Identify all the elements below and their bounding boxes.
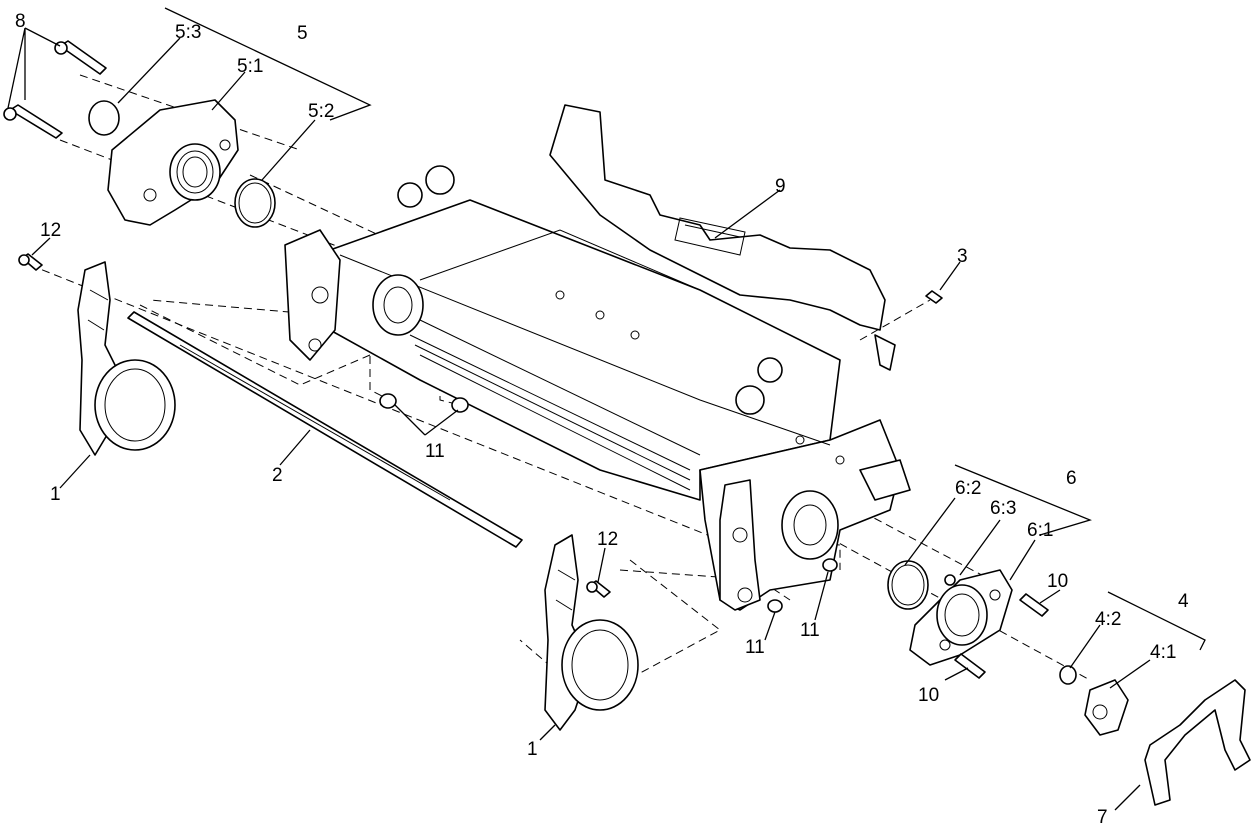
top-shield	[549, 104, 896, 371]
callout-12-left: 12	[40, 220, 61, 241]
wire-bracket-7	[1144, 679, 1251, 806]
seal-5-3	[88, 100, 120, 136]
leader-lines	[7, 7, 1206, 811]
o-ring-6-2	[887, 560, 929, 610]
o-ring-5-2	[234, 178, 276, 228]
callout-6-1: 6:1	[1027, 520, 1053, 541]
callout-1-right: 1	[527, 739, 538, 760]
bolts-8	[3, 40, 107, 139]
callout-5-1: 5:1	[237, 56, 263, 77]
main-frame	[284, 165, 911, 611]
callout-5-3: 5:3	[175, 22, 201, 43]
shaft	[127, 311, 523, 548]
callout-8: 8	[15, 11, 26, 32]
callout-6: 6	[1066, 468, 1077, 489]
callout-5-2: 5:2	[308, 101, 334, 122]
callout-2: 2	[272, 465, 283, 486]
callout-11-bottom-left: 11	[745, 637, 765, 658]
callout-10-top: 10	[1047, 571, 1068, 592]
arm-right	[544, 534, 639, 731]
callout-4-1: 4:1	[1150, 642, 1176, 663]
callout-6-2: 6:2	[955, 478, 981, 499]
callout-11-bottom-right: 11	[800, 620, 820, 641]
bolts-10	[954, 593, 1049, 679]
callout-7: 7	[1097, 807, 1108, 828]
arm-left	[77, 261, 176, 456]
bolt-3	[925, 290, 943, 304]
cap-assembly-4	[1059, 665, 1129, 736]
bearing-housing-right	[887, 560, 1013, 666]
callout-6-3: 6:3	[990, 498, 1016, 519]
callout-9: 9	[775, 176, 786, 197]
callout-1-left: 1	[50, 484, 61, 505]
callout-labels: 8 5:3 5 5:1 5:2 12 1 2 11 9 3 6 6:2 6:3 …	[15, 11, 1189, 828]
callout-11-top: 11	[425, 441, 445, 462]
callout-5: 5	[297, 23, 308, 44]
callout-4: 4	[1178, 591, 1189, 612]
callout-3: 3	[957, 246, 968, 267]
bolts-12	[18, 253, 611, 598]
callout-10-bottom: 10	[918, 685, 939, 706]
callout-12-right: 12	[597, 529, 618, 550]
bearing-housing-left	[88, 99, 276, 228]
callout-4-2: 4:2	[1095, 609, 1121, 630]
